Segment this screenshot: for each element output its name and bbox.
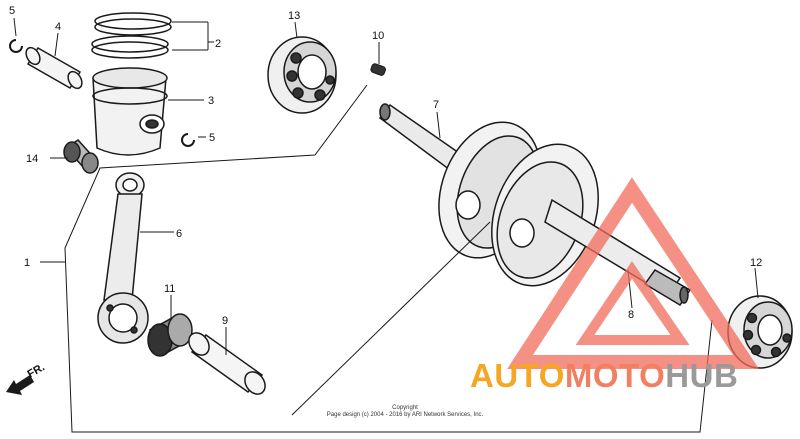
- copyright-line-1: Copyright: [392, 405, 418, 411]
- callout-8: 8: [628, 309, 634, 321]
- front-direction-indicator: FR.: [6, 361, 47, 395]
- callout-5-top: 5: [9, 5, 15, 17]
- watermark-wordmark: AUTOMOTOHUB: [470, 357, 738, 395]
- piston: [92, 67, 168, 156]
- connecting-rod: [97, 172, 149, 344]
- crank-pin: [188, 332, 266, 395]
- callout-11: 11: [164, 283, 175, 295]
- callout-12: 12: [750, 257, 762, 269]
- watermark-word-hub: HUB: [665, 357, 739, 394]
- copyright-line-2: Page design (c) 2004 - 2016 by ARI Netwo…: [326, 412, 484, 418]
- leader-lines: [13, 17, 759, 355]
- circlip-right: [181, 133, 195, 147]
- callout-7: 7: [433, 99, 439, 111]
- callout-numbers: 1 2 3 4 5 5 6 7 8 9 10 11 12 13 14: [9, 5, 762, 327]
- piston-pin: [25, 46, 83, 90]
- watermark-word-moto: MOTO: [564, 357, 666, 394]
- assembly-outline: [64, 84, 713, 433]
- front-arrow-icon: [6, 375, 34, 395]
- piston-rings: [91, 12, 172, 59]
- watermark-logo-triangle: [507, 177, 760, 369]
- callout-2: 2: [215, 38, 221, 50]
- callout-9: 9: [222, 315, 228, 327]
- callout-6: 6: [176, 228, 182, 240]
- callout-14: 14: [26, 153, 38, 165]
- woodruff-key: [370, 63, 386, 76]
- callout-1: 1: [24, 257, 30, 269]
- callout-5-right: 5: [209, 132, 215, 144]
- main-bearing-left: [267, 36, 337, 114]
- small-end-bearing: [63, 139, 99, 174]
- callout-13: 13: [288, 10, 300, 22]
- crankshaft-right-half: [491, 143, 692, 307]
- callout-10: 10: [372, 30, 384, 42]
- copyright-notice: Copyright Page design (c) 2004 - 2016 by…: [300, 405, 510, 419]
- watermark-word-auto: AUTO: [470, 357, 565, 394]
- callout-4: 4: [55, 21, 61, 33]
- big-end-bearing: [147, 313, 193, 357]
- assembly-guide-line: [291, 221, 491, 416]
- circlip-left: [9, 39, 23, 53]
- callout-3: 3: [208, 95, 214, 107]
- front-label: FR.: [26, 361, 47, 380]
